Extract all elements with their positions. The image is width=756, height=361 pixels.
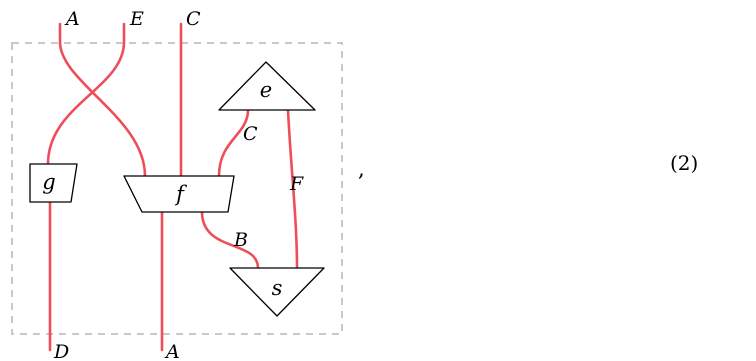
box-g-label: g: [42, 170, 55, 194]
box-s: [229, 267, 325, 317]
wire-e-crossing: [46, 22, 126, 166]
label-bottom-a: A: [164, 341, 180, 361]
wire-f-inner: [286, 108, 299, 270]
wire-c-inner: [217, 108, 250, 178]
wire-b-inner: [200, 210, 260, 270]
dashed-frame: [11, 42, 343, 335]
box-f-label: f: [174, 182, 187, 206]
trailing-comma: ,: [358, 157, 365, 181]
wire-a-crossing: [58, 22, 147, 178]
label-inner-f: F: [289, 173, 304, 195]
label-top-e: E: [129, 8, 144, 30]
label-inner-c: C: [243, 123, 258, 145]
label-top-a: A: [64, 8, 80, 30]
label-bottom-d: D: [53, 341, 69, 361]
box-e-label: e: [260, 78, 272, 102]
box-g: [29, 163, 78, 203]
box-e: [218, 61, 316, 111]
box-s-label: s: [272, 276, 283, 300]
equation-number: (2): [670, 151, 699, 175]
label-inner-b: B: [233, 229, 248, 251]
label-top-c: C: [186, 8, 201, 30]
box-f: [123, 175, 235, 213]
